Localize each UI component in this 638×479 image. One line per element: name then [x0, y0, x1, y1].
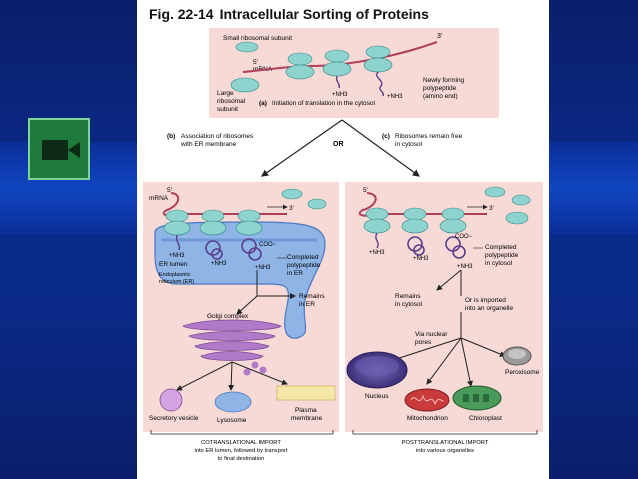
nucleus-shape	[346, 351, 408, 389]
mitochondrion-shape	[404, 388, 450, 412]
five-prime-b: 5′	[167, 187, 173, 194]
figure-title: Fig. 22-14 Intracellular Sorting of Prote…	[149, 6, 429, 22]
panel-c: 5′ 3′ +NH3 +NH3 +NH3 COO−	[345, 182, 543, 454]
imported-label-2: into an organelle	[465, 305, 513, 312]
figure-title-text: Intracellular Sorting of Proteins	[219, 6, 429, 22]
diagram-svg: Small ribosomal subunit 3′ 5′ mRNA +NH3 …	[143, 28, 543, 462]
golgi-label: Golgi complex	[207, 313, 249, 320]
three-prime-a: 3′	[437, 33, 443, 40]
peroxisome-shape	[502, 346, 532, 366]
peroxisome-label: Peroxisome	[505, 369, 540, 376]
or-label: OR	[333, 141, 344, 148]
coo-label-c: COO−	[455, 234, 473, 240]
polypeptide-label-2: polypeptide	[423, 85, 457, 92]
video-play-button[interactable]	[28, 118, 90, 180]
panel-b: 5′ mRNA 3′ +NH3 +NH3	[143, 182, 339, 462]
panel-a-background	[209, 28, 499, 118]
nh3-label-b3: +NH3	[255, 265, 271, 271]
five-prime-c: 5′	[363, 187, 369, 194]
completed-label-c2: polypeptide	[485, 252, 519, 259]
nh3-label-c1: +NH3	[369, 250, 385, 256]
nuclear-pores-label-1: Via nuclear	[415, 331, 448, 338]
ribosome-a1	[285, 52, 315, 80]
nucleus-label: Nucleus	[365, 393, 389, 400]
chloroplast-label: Chloroplast	[469, 415, 502, 422]
remains-label-c2: in cytosol	[395, 301, 423, 308]
mrna-label-b: mRNA	[149, 195, 169, 202]
small-subunit-label: Small ribosomal subunit	[223, 35, 292, 42]
small-subunit-shape	[235, 41, 259, 53]
remains-label-b1: Remains	[299, 293, 325, 300]
secretory-vesicle-shape	[159, 388, 183, 412]
large-subunit-label-1: Large	[217, 90, 234, 97]
lysosome-shape	[214, 391, 252, 413]
branch-c-line1: Ribosomes remain free	[395, 133, 463, 140]
coo-label-b: COO−	[259, 242, 277, 248]
figure-slide: Fig. 22-14 Intracellular Sorting of Prote…	[137, 0, 549, 479]
remains-label-b2: in ER	[299, 301, 315, 308]
caption-a: Initiation of translation in the cytosol	[272, 100, 376, 107]
ribosomes-on-er	[163, 209, 263, 236]
golgi-complex	[182, 319, 282, 361]
plasma-membrane-shape	[276, 385, 336, 401]
lysosome-label: Lysosome	[217, 417, 247, 424]
nuclear-pores-label-2: pores	[415, 339, 432, 346]
imported-label-1: Or is imported	[465, 297, 506, 304]
completed-label-b1: Completed	[287, 254, 319, 261]
completed-label-c1: Completed	[485, 244, 517, 251]
completed-label-c3: in cytosol	[485, 260, 513, 267]
er-lumen-label: ER lumen	[159, 261, 188, 268]
three-prime-b: 3′	[289, 205, 295, 212]
ribosome-a2	[322, 49, 352, 89]
panel-a: Small ribosomal subunit 3′ 5′ mRNA +NH3 …	[209, 28, 499, 118]
branch-b-line1: Association of ribosomes	[181, 133, 254, 140]
footer-c-2: into various organelles	[416, 448, 474, 454]
footer-b-2: into ER lumen, followed by transport	[194, 448, 288, 454]
nh3-label-b1: +NH3	[169, 253, 185, 259]
nh3-label-b2: +NH3	[211, 261, 227, 267]
ribosome-a3	[363, 45, 393, 97]
polypeptide-label-3: (amino end)	[423, 93, 458, 100]
plasma-label-1: Plasma	[295, 407, 317, 414]
er-membrane	[154, 221, 326, 339]
footer-b-3: to final destination	[218, 456, 265, 462]
mitochondrion-label: Mitochondrion	[407, 415, 448, 422]
chloroplast-shape	[452, 385, 502, 411]
mrna-strand-a	[242, 41, 438, 73]
free-ribosomes	[363, 207, 467, 234]
five-prime-a: 5′	[253, 59, 259, 66]
caption-a-letter: (a)	[259, 100, 267, 107]
video-camera-icon	[42, 140, 68, 160]
three-prime-c: 3′	[489, 205, 495, 212]
polypeptide-label-1: Newly forming	[423, 77, 465, 84]
large-subunit-shape	[230, 77, 260, 93]
completed-label-b2: polypeptide	[287, 262, 321, 269]
footer-c-1: POSTTRANSLATIONAL IMPORT	[402, 440, 489, 446]
plasma-label-2: membrane	[291, 415, 322, 422]
footer-b-1: COTRANSLATIONAL IMPORT	[201, 440, 281, 446]
branch-c-letter: (c)	[382, 133, 390, 140]
nh3-label-a2: +NH3	[387, 94, 403, 100]
branch-b-line2: with ER membrane	[180, 141, 237, 148]
nh3-label-a1: +NH3	[332, 92, 348, 98]
er-label-2: reticulum (ER)	[159, 279, 194, 285]
nh3-label-c2: +NH3	[413, 256, 429, 262]
completed-label-b3: in ER	[287, 270, 303, 277]
branch-arrows: (b) Association of ribosomes with ER mem…	[167, 119, 463, 177]
large-subunit-label-3: subunit	[217, 106, 238, 113]
large-subunit-label-2: ribosomal	[217, 98, 246, 105]
nh3-label-c3: +NH3	[457, 264, 473, 270]
camera-lens-icon	[68, 142, 80, 158]
er-label-1: Endoplasmic	[159, 272, 191, 278]
secretory-vesicle-label: Secretory vesicle	[149, 415, 199, 422]
remains-label-c1: Remains	[395, 293, 421, 300]
branch-c-line2: in cytosol	[395, 141, 423, 148]
figure-number: Fig. 22-14	[149, 6, 214, 22]
branch-b-letter: (b)	[167, 133, 175, 140]
